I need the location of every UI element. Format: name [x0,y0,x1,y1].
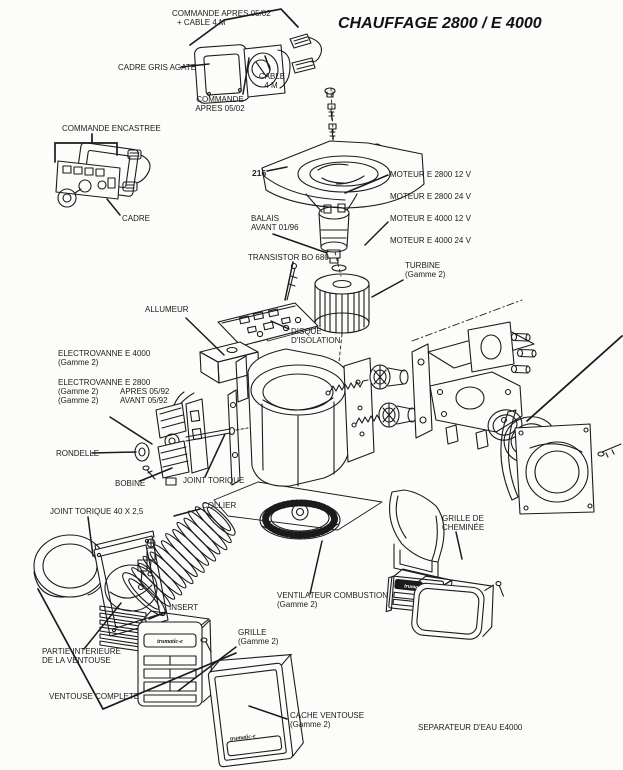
labels: CHAUFFAGE 2800 / E 4000 COMMANDE APRES 0… [42,9,542,743]
label-grille-cheminee-1: GRILLE DE [442,514,484,523]
label-grille-cheminee-2: CHEMINÉE [442,523,484,532]
label-joint-torique-40: JOINT TORIQUE 40 X 2,5 [50,507,144,516]
label-joint-torique: JOINT TORIQUE [183,476,244,485]
long-leader-line [526,335,623,422]
part-motor [305,193,358,277]
label-grille-2: (Gamme 2) [238,637,279,646]
part-heat-exchanger [411,299,537,450]
label-disque-1: DISQUE [291,327,322,336]
part-wall-control-knob [243,44,291,98]
label-insert: INSERT [169,603,198,612]
label-collier: COLLIER [202,501,236,510]
label-electrovanne-2800-2: (Gamme 2) [58,387,99,396]
part-top-cover [261,87,425,209]
label-commande-cable-1: COMMANDE APRES 05/02 [172,9,271,18]
label-electrovanne-2800-2b: APRES 05/92 [120,387,170,396]
label-grille-1: GRILLE [238,628,266,637]
label-moteur-4000-24: MOTEUR E 4000 24 V [390,236,472,245]
label-cable-4m-1: CABLE [259,72,285,81]
label-ventouse-complete: VENTOUSE COMPLETE [49,692,139,701]
label-moteur-2800-12: MOTEUR E 2800 12 V [390,170,472,179]
label-electrovanne-2800-3: (Gamme 2) [58,396,99,405]
part-recessed-control [55,142,151,208]
trumatic-logo-grille: trumatic-e [157,639,183,645]
label-electrovanne-2800-3b: AVANT 05/92 [120,396,168,405]
part-allumeur [199,341,260,384]
part-electrovanne [134,391,249,486]
label-partie-interieure-2: DE LA VENTOUSE [42,656,111,665]
label-cache-ventouse-1: CACHE VENTOUSE [290,711,364,720]
label-bobine: BOBINE [115,479,145,488]
part-chimney-duct [389,489,445,579]
label-balais-2: AVANT 01/96 [251,223,299,232]
label-transistor: TRANSISTOR BO 680 [248,253,329,262]
label-allumeur: ALLUMEUR [145,305,189,314]
label-turbine-1: TURBINE [405,261,440,270]
part-ventouse-outer [33,534,107,598]
part-interior-grille [137,610,213,707]
label-commande-cable-2: + CABLE 4 M [177,18,226,27]
label-cable-4m-2: 4 M [264,81,278,90]
part-plug-caps [369,364,417,428]
part-combustion-fan [259,499,341,540]
label-commande-encastree: COMMANDE ENCASTREE [62,124,161,133]
part-cable-connector [289,33,323,74]
label-electrovanne-4000-2: (Gamme 2) [58,358,99,367]
label-disque-2: D'ISOLATION [291,336,341,345]
part-circuit-board [217,262,319,347]
part-turbine [314,273,370,363]
label-separateur-eau: SEPARATEUR D'EAU E4000 [418,723,523,732]
part-wall-duct [487,409,622,515]
diagram-art [33,33,623,768]
part-collier-screws [137,538,156,591]
label-moteur-2800-24: MOTEUR E 2800 24 V [390,192,472,201]
label-cadre-gris-agate: CADRE GRIS AGATE [118,63,196,72]
label-cache-ventouse-2: (Gamme 2) [290,720,331,729]
label-turbine-2: (Gamme 2) [405,270,446,279]
part-chimney-cover [411,575,504,640]
label-partie-interieure-1: PARTIE INTERIEURE [42,647,121,656]
trumatic-logo-cache: trumatic-e [230,733,257,742]
part-flex-hose [122,502,236,616]
label-rondelle: RONDELLE [56,449,99,458]
label-electrovanne-2800-1: ELECTROVANNE E 2800 [58,378,151,387]
part-cache-panel [207,654,304,768]
label-moteur-4000-12: MOTEUR E 4000 12 V [390,214,472,223]
label-ventilateur-1: VENTILATEUR COMBUSTION [277,591,388,600]
label-electrovanne-4000-1: ELECTROVANNE E 4000 [58,349,151,358]
label-cadre: CADRE [122,214,150,223]
label-balais-1: BALAIS [251,214,279,223]
leader-lines [37,8,463,720]
label-commande-apres-1: COMMANDE [196,95,244,104]
truma-logo-cheminee: truma [404,583,419,590]
page-title: CHAUFFAGE 2800 / E 4000 [338,15,542,32]
label-ventilateur-2: (Gamme 2) [277,600,318,609]
label-commande-apres-2: APRES 05/02 [195,104,245,113]
label-216: 216 [252,168,266,178]
